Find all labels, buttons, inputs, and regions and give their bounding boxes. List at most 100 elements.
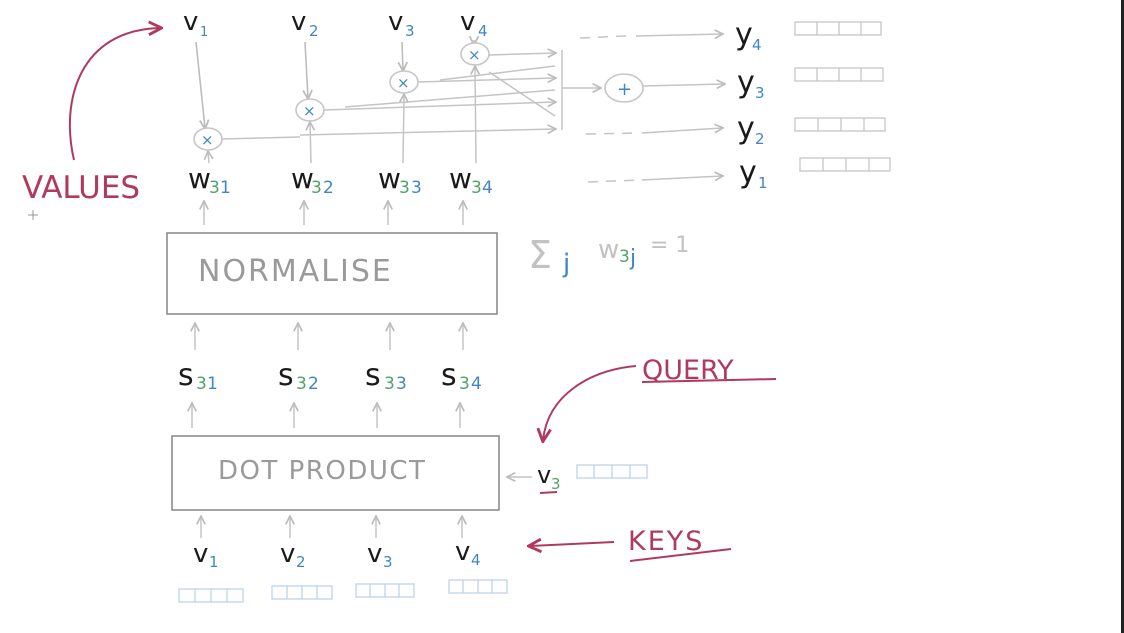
svg-text:1: 1 xyxy=(220,178,231,198)
svg-text:v: v xyxy=(280,539,295,569)
query-vector-box xyxy=(576,464,648,479)
svg-text:3: 3 xyxy=(619,247,630,267)
weight-w32: w 3 2 xyxy=(291,162,334,198)
normalise-box: NORMALISE xyxy=(166,232,498,315)
arrow-w33-up xyxy=(403,95,404,164)
svg-text:w: w xyxy=(449,162,472,195)
output-y1: y 1 xyxy=(739,155,768,192)
svg-text:v: v xyxy=(460,7,475,37)
svg-text:4: 4 xyxy=(471,551,481,569)
svg-text:w: w xyxy=(598,235,619,265)
svg-text:2: 2 xyxy=(755,130,765,148)
query-pointer-arrow xyxy=(543,365,637,440)
svg-text:NORMALISE: NORMALISE xyxy=(198,254,393,289)
score-s33: s 3 3 xyxy=(365,358,407,394)
line-mult1-a xyxy=(221,136,301,140)
svg-text:y: y xyxy=(737,111,755,146)
svg-text:v: v xyxy=(291,7,306,37)
normalise-out-arrows xyxy=(204,202,463,225)
line-mult2 xyxy=(323,102,555,111)
top-value-v2: v 2 xyxy=(291,7,319,40)
svg-text:v: v xyxy=(367,539,382,569)
line-extra-a xyxy=(344,89,556,108)
svg-text:3: 3 xyxy=(383,553,393,571)
svg-text:×: × xyxy=(468,46,481,64)
arrow-y4 xyxy=(635,34,722,36)
svg-text:+: + xyxy=(617,79,632,100)
svg-text:2: 2 xyxy=(296,553,306,571)
svg-text:4: 4 xyxy=(471,374,482,394)
output-y2: y 2 xyxy=(737,111,765,148)
top-value-v1: v 1 xyxy=(183,7,208,40)
key-v3: v 3 xyxy=(367,539,393,571)
cursor-crosshair-icon xyxy=(28,210,38,220)
dot-out-arrows xyxy=(192,404,460,428)
output-vectors xyxy=(794,21,891,172)
svg-text:j: j xyxy=(562,249,570,279)
multiply-node-3: × xyxy=(389,70,419,94)
svg-text:3: 3 xyxy=(209,178,220,198)
svg-text:1: 1 xyxy=(200,25,208,40)
svg-text:4: 4 xyxy=(478,22,488,40)
svg-text:×: × xyxy=(303,102,316,120)
svg-text:j: j xyxy=(629,246,636,271)
svg-text:1: 1 xyxy=(207,374,218,394)
sum-node: + xyxy=(604,73,644,103)
key-vector-3 xyxy=(355,583,415,598)
multiply-node-1: × xyxy=(193,127,223,151)
svg-text:×: × xyxy=(397,74,410,92)
svg-text:v: v xyxy=(193,539,208,569)
arrow-v3-down xyxy=(402,41,403,70)
arrow-y1 xyxy=(641,176,722,180)
weighted-value-lines xyxy=(221,50,600,140)
weight-up-arrows xyxy=(208,67,476,164)
svg-text:3: 3 xyxy=(296,374,307,394)
key-vector-2 xyxy=(271,585,333,600)
key-vector-boxes xyxy=(178,579,508,603)
line-extra-c xyxy=(488,71,556,117)
svg-text:3: 3 xyxy=(411,178,422,198)
weight-w31: w 3 1 xyxy=(188,162,231,198)
svg-text:v: v xyxy=(455,537,470,567)
multiply-node-2: × xyxy=(295,98,325,122)
key-vector-4 xyxy=(448,579,508,594)
output-vector-y1 xyxy=(799,157,891,172)
svg-text:4: 4 xyxy=(482,178,493,198)
svg-text:1: 1 xyxy=(758,174,768,192)
dot-product-box: DOT PRODUCT xyxy=(171,435,500,511)
arrow-w34-up xyxy=(475,67,476,164)
values-label: VALUES xyxy=(22,170,140,206)
top-value-v4: v 4 xyxy=(460,7,488,40)
svg-text:s: s xyxy=(178,358,194,393)
line-mult1 xyxy=(299,129,555,136)
arrow-y2 xyxy=(641,128,722,134)
score-up-arrows xyxy=(195,324,463,350)
svg-text:v: v xyxy=(537,461,551,489)
svg-text:Σ: Σ xyxy=(528,233,552,277)
values-pointer-arrow xyxy=(68,28,160,161)
svg-text:3: 3 xyxy=(196,374,207,394)
arrow-y1-dash xyxy=(587,179,641,183)
svg-text:3: 3 xyxy=(396,374,407,394)
svg-text:2: 2 xyxy=(308,374,319,394)
svg-text:3: 3 xyxy=(311,178,322,198)
svg-text:w: w xyxy=(291,162,314,195)
line-extra-b xyxy=(439,65,556,81)
key-v1: v 1 xyxy=(193,539,219,571)
keys-pointer-arrow xyxy=(530,542,615,546)
svg-text:= 1: = 1 xyxy=(650,233,689,258)
weight-w34: w 3 4 xyxy=(449,162,493,198)
value-down-arrows xyxy=(195,40,474,128)
key-vector-1 xyxy=(178,588,244,603)
svg-text:2: 2 xyxy=(309,22,319,40)
svg-text:3: 3 xyxy=(399,178,410,198)
svg-text:3: 3 xyxy=(384,374,395,394)
svg-text:×: × xyxy=(201,131,214,149)
svg-text:DOT PRODUCT: DOT PRODUCT xyxy=(218,456,426,486)
arrow-y3 xyxy=(642,84,724,86)
arrow-v1-down xyxy=(195,41,205,128)
key-up-arrows xyxy=(201,517,462,538)
svg-text:v: v xyxy=(183,7,198,37)
svg-text:3: 3 xyxy=(405,22,415,40)
